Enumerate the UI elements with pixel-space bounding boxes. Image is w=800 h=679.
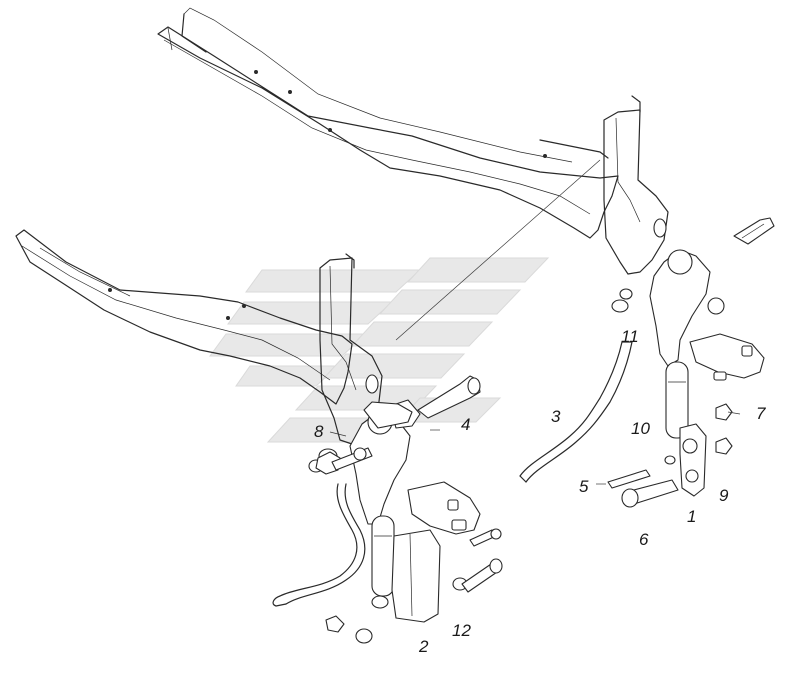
callout-4: 4 [461,415,471,434]
callout-8: 8 [314,422,324,441]
callout-1: 1 [687,507,697,526]
callout-2: 2 [419,637,429,656]
right-shock-absorber [611,217,775,497]
callout-9: 9 [719,486,729,505]
hoses [272,341,633,607]
callout-10: 10 [631,419,650,438]
callout-6: 6 [639,530,649,549]
callout-11: 11 [621,327,639,346]
right-frame-rail [157,7,669,275]
left-shock-absorber [308,399,481,644]
hardware [315,375,679,593]
leader-lines [329,159,741,485]
left-frame-rail [15,229,383,445]
callout-5: 5 [579,477,589,496]
callout-7: 7 [756,404,766,423]
callout-3: 3 [551,407,561,426]
callout-12: 12 [452,621,471,640]
